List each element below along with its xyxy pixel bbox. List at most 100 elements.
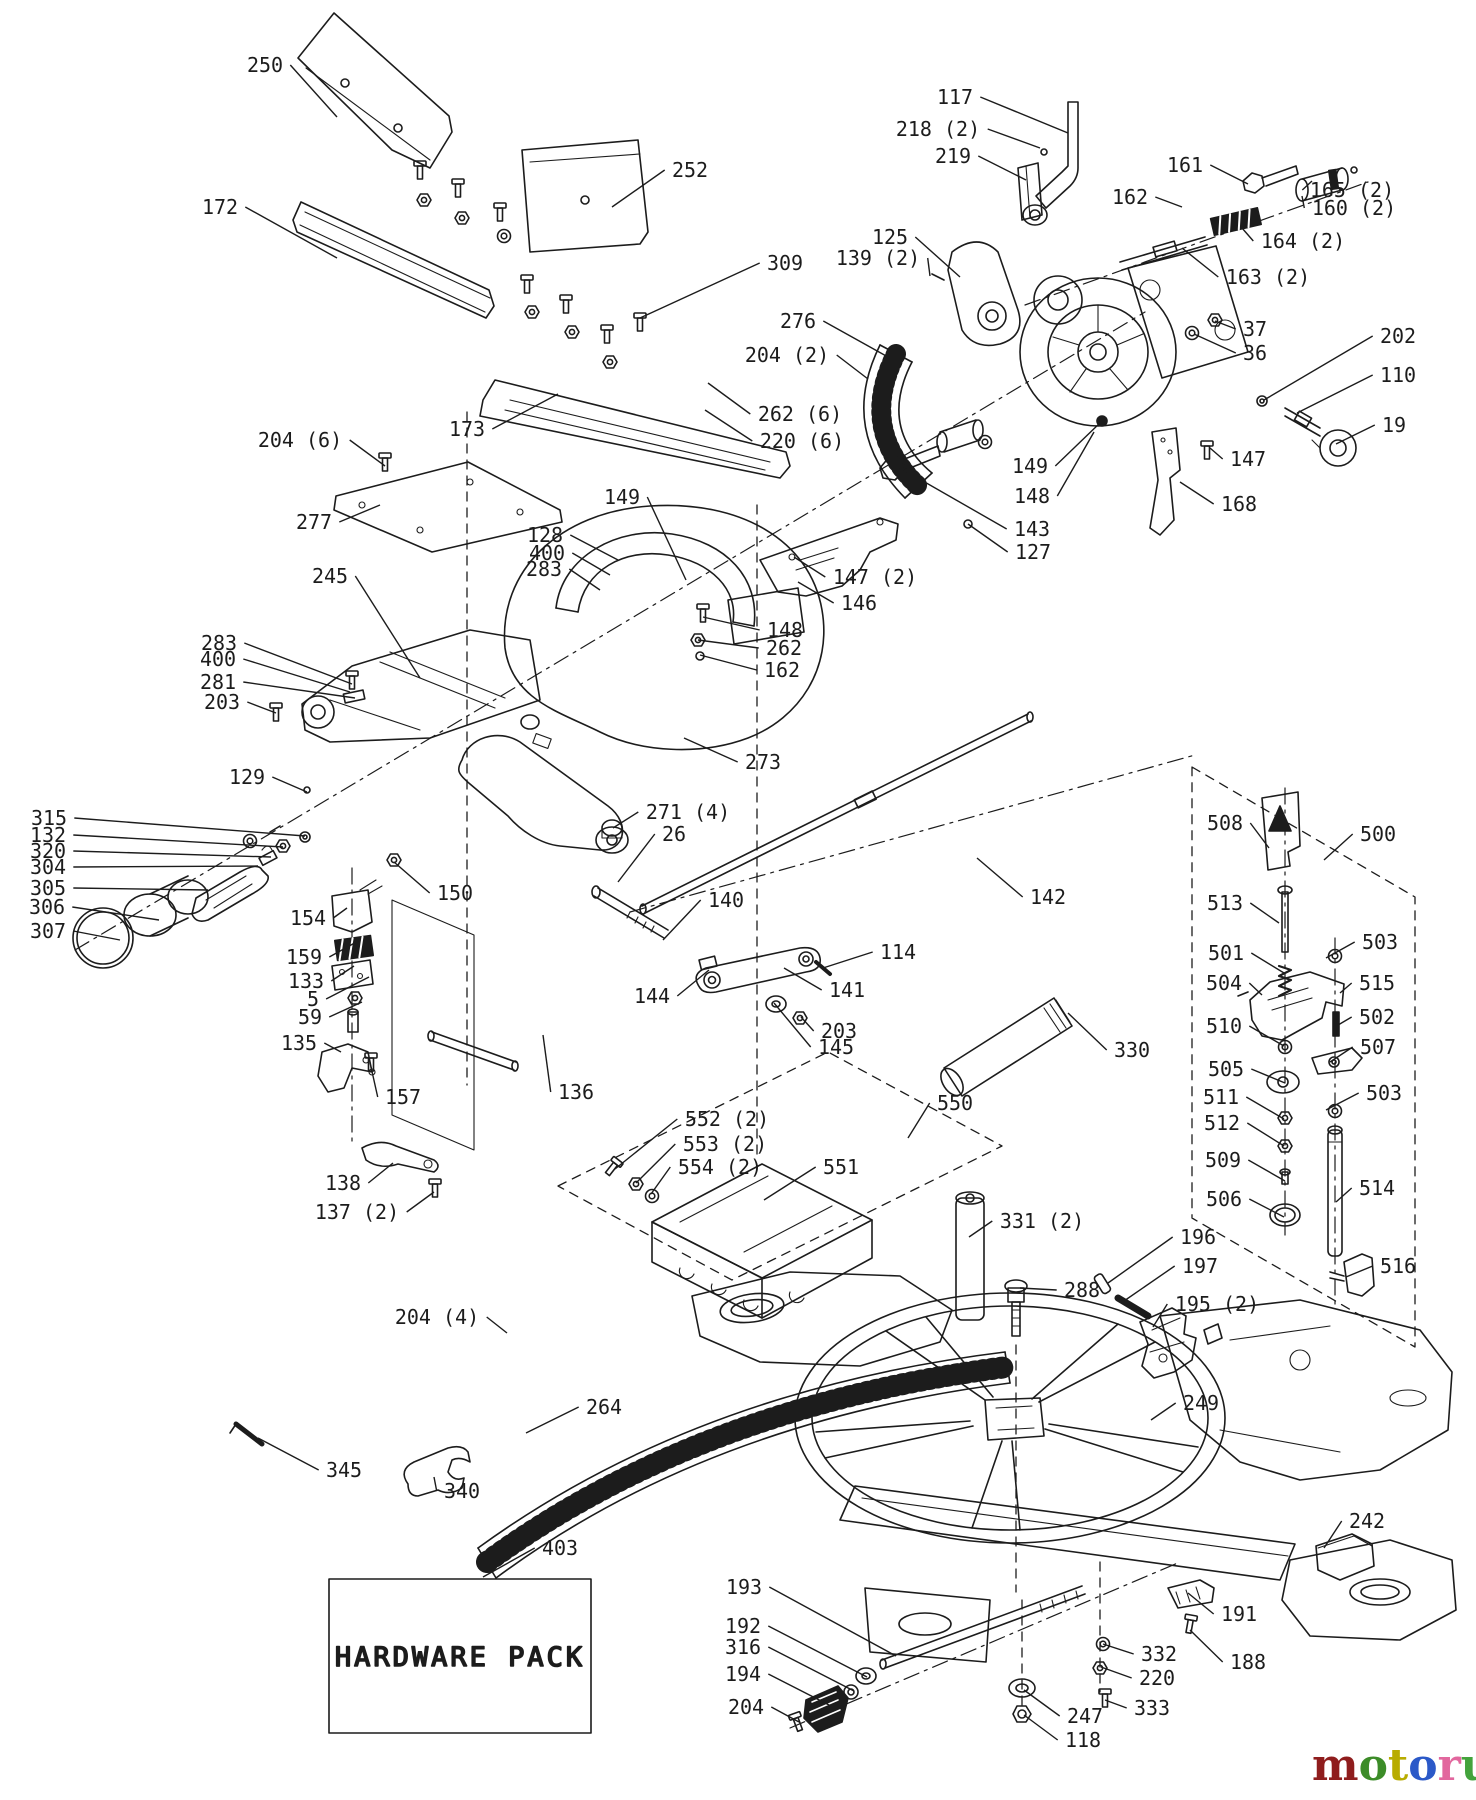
base-casting [691, 1271, 1457, 1663]
leader-line [1325, 1092, 1360, 1111]
part-number-label: 148 [767, 618, 803, 642]
part-number-label: 220 [1139, 1666, 1175, 1690]
leader-line [836, 354, 869, 380]
part-number-label: 500 [1360, 822, 1396, 846]
bracket-219 [1017, 148, 1048, 221]
leader-line [243, 681, 356, 699]
part-number-label: 507 [1360, 1035, 1396, 1059]
leader-line [1214, 320, 1237, 330]
leader-line [783, 967, 823, 991]
leader-line [244, 206, 338, 259]
leader-line [639, 262, 760, 319]
part-number-label: 315 [31, 806, 67, 830]
leader-line [73, 850, 272, 858]
part-number-label: 503 [1366, 1081, 1402, 1105]
leader-line [73, 834, 284, 848]
part-number-label: 330 [1114, 1038, 1150, 1062]
leader-line [1250, 952, 1285, 974]
part-number-label: 138 [325, 1171, 361, 1195]
leader-line [1179, 481, 1215, 505]
leader-line [800, 1016, 815, 1032]
leader-line [568, 568, 601, 591]
part-number-label: 345 [326, 1458, 362, 1482]
wrench-340 [403, 1445, 471, 1497]
part-number-label: 59 [298, 1005, 322, 1029]
pack-550-551 [557, 1051, 1003, 1319]
leader-line [793, 556, 826, 578]
carry-handle-26 [457, 733, 629, 854]
part-number-label: 161 [1167, 153, 1203, 177]
leader-line [257, 1437, 320, 1471]
rod-140 [591, 885, 718, 971]
part-number-label: 551 [823, 1155, 859, 1179]
part-number-label: 262 (6) [758, 402, 842, 426]
part-number-label: 142 [1030, 885, 1066, 909]
leader-line [1335, 424, 1376, 445]
leader-line [323, 1042, 342, 1053]
leader-line [1104, 1699, 1127, 1709]
leader-line [289, 64, 338, 118]
leader-line [967, 523, 1009, 553]
part-number-label: 204 (6) [258, 428, 342, 452]
post-331 [955, 1191, 985, 1321]
leader-line [491, 393, 559, 430]
part-number-label: 127 [1015, 540, 1051, 564]
part-number-label: 516 [1380, 1254, 1416, 1278]
part-number-label: 283 [201, 631, 237, 655]
leader-line [73, 865, 259, 868]
diagram-line-art: HARDWARE PACK [72, 12, 1457, 1734]
watermark-logo[interactable]: motoruf.de [1312, 1744, 1476, 1794]
leader-line [482, 1547, 536, 1578]
part-number-label: 149 [1012, 454, 1048, 478]
leader-line [1193, 333, 1237, 354]
leader-line [770, 1706, 800, 1723]
leader-line [697, 639, 759, 649]
part-number-label: 219 [935, 144, 971, 168]
part-number-label: 148 [1014, 484, 1050, 508]
part-number-label: 204 (2) [745, 343, 829, 367]
leader-line [406, 1191, 435, 1213]
part-number-label: 164 (2) [1261, 229, 1345, 253]
part-number-label: 277 [296, 510, 332, 534]
part-number-label: 250 [247, 53, 283, 77]
part-number-label: 36 [1243, 341, 1267, 365]
part-number-label: 218 (2) [896, 117, 980, 141]
leader-line [646, 496, 687, 581]
eraser-242 [1315, 1533, 1375, 1581]
leader-line [1245, 1096, 1285, 1120]
part-number-label: 135 [281, 1031, 317, 1055]
part-number-label: 281 [200, 670, 236, 694]
part-number-label: 204 [728, 1695, 764, 1719]
leader-line [968, 1220, 993, 1238]
leader-line [1249, 902, 1280, 924]
rotary-table-249 [794, 1292, 1226, 1544]
leader-line [987, 128, 1041, 149]
part-number-label: 154 [290, 906, 326, 930]
watermark-letter: o [1358, 1740, 1388, 1791]
leader-line [244, 642, 353, 685]
gear-housing [1019, 245, 1249, 427]
part-number-label: 19 [1382, 413, 1406, 437]
part-number-label: 552 (2) [685, 1107, 769, 1131]
leader-line [74, 817, 306, 837]
leader-line [367, 1162, 394, 1184]
watermark-letter: r [1437, 1740, 1461, 1791]
bolt-143-sleeve-148 [879, 415, 1108, 529]
part-number-label: 511 [1203, 1085, 1239, 1109]
part-number-label: 550 [937, 1091, 973, 1115]
part-number-label: 307 [30, 919, 66, 943]
leader-line [704, 409, 753, 442]
part-number-label: 136 [558, 1080, 594, 1104]
part-number-label: 165 (2) [1310, 178, 1394, 202]
part-number-label: 242 [1349, 1509, 1385, 1533]
part-number-label: 273 [745, 750, 781, 774]
part-number-label: 145 [818, 1035, 854, 1059]
leader-line [1054, 420, 1103, 467]
leader-line [614, 1118, 678, 1170]
part-number-label: 188 [1230, 1650, 1266, 1674]
leader-line [650, 1166, 671, 1195]
leader-line [976, 857, 1024, 898]
leader-line [1325, 941, 1356, 959]
part-number-label: 192 [725, 1614, 761, 1638]
